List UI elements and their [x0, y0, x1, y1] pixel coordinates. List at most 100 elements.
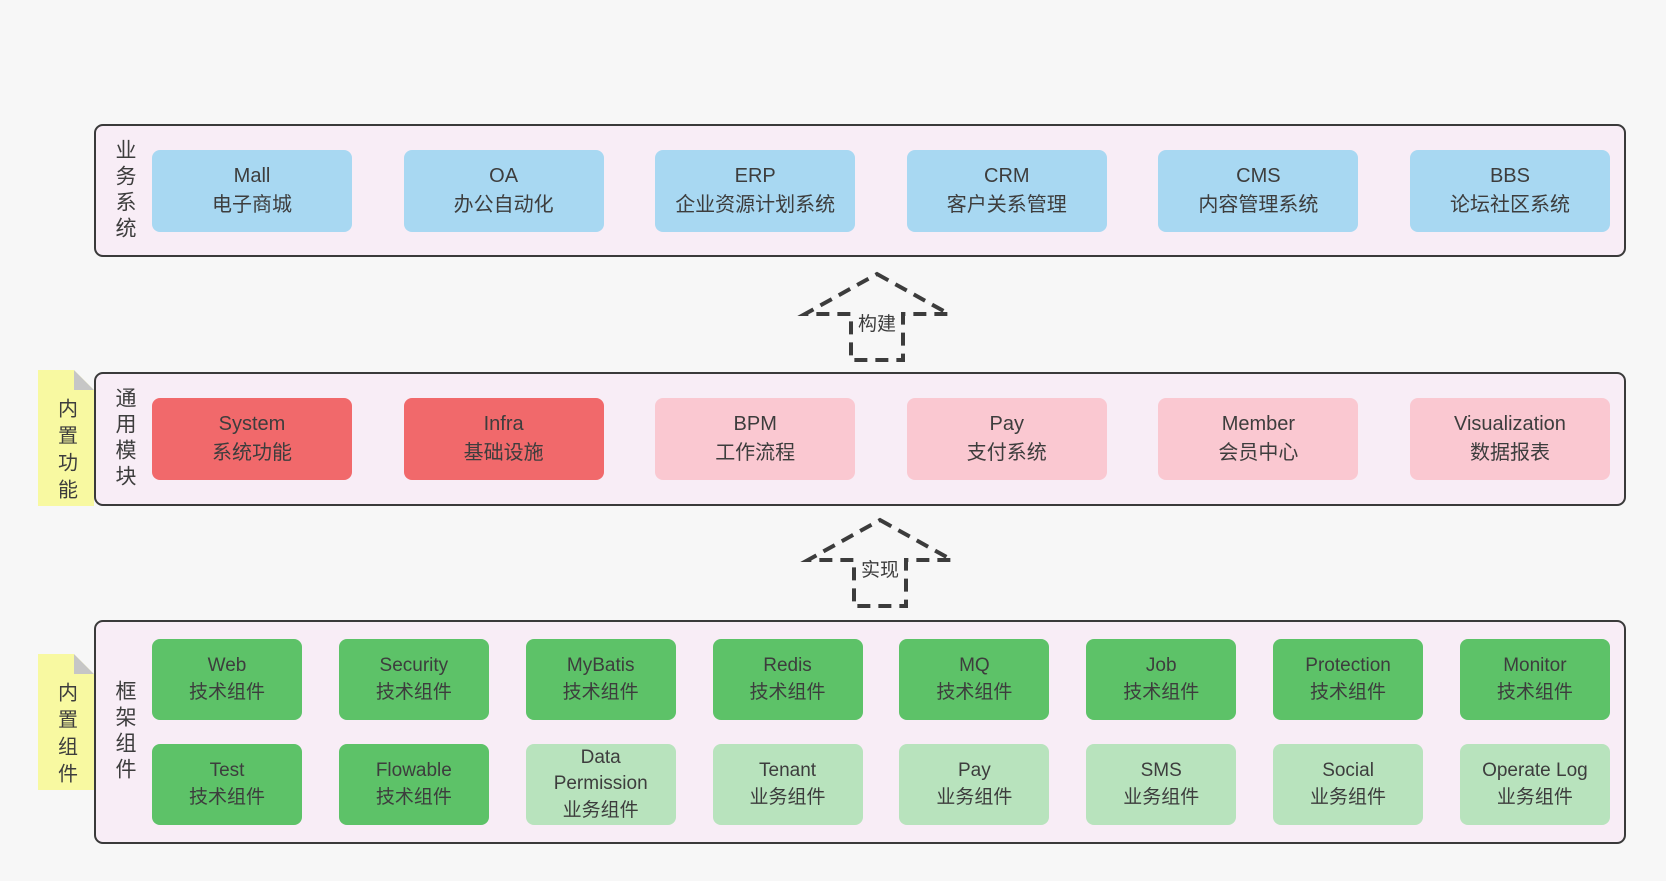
common-modules-layer: 通用模块 System 系统功能 Infra 基础设施 BPM 工作流程 Pay… — [94, 372, 1626, 506]
box-data-permission: Data Permission 业务组件 — [525, 744, 676, 825]
box-subtitle: 业务组件 — [1123, 786, 1200, 808]
box-pay: Pay 支付系统 — [906, 398, 1107, 480]
business-boxes-row: Mall 电子商城 OA 办公自动化 ERP 企业资源计划系统 CRM 客户关系… — [152, 126, 1624, 255]
box-title: Security — [379, 655, 449, 677]
box-subtitle: 技术组件 — [1123, 681, 1200, 703]
box-mall: Mall 电子商城 — [152, 149, 352, 232]
box-member: Member 会员中心 — [1158, 398, 1359, 480]
box-flowable: Flowable 技术组件 — [338, 744, 489, 825]
box-title: Job — [1145, 655, 1177, 677]
folded-corner-icon — [74, 654, 94, 674]
box-infra: Infra 基础设施 — [403, 398, 604, 480]
box-subtitle: 业务组件 — [1310, 786, 1387, 808]
box-subtitle: 企业资源计划系统 — [675, 193, 836, 216]
box-pay-component: Pay 业务组件 — [899, 744, 1050, 825]
box-security: Security 技术组件 — [338, 639, 489, 720]
box-subtitle: 业务组件 — [749, 786, 826, 808]
box-subtitle: 客户关系管理 — [946, 193, 1067, 216]
box-visualization: Visualization 数据报表 — [1409, 398, 1610, 480]
box-title: Protection — [1305, 655, 1391, 677]
box-title: Monitor — [1503, 655, 1567, 677]
layer-label-text: 业务系统 — [113, 138, 136, 243]
box-mq: MQ 技术组件 — [899, 639, 1050, 720]
sticky-note-builtin-features: 内置功能 — [38, 370, 94, 506]
box-subtitle: 基础设施 — [463, 442, 544, 464]
dashed-up-arrow-icon — [797, 271, 957, 362]
box-title: Web — [207, 655, 247, 677]
box-title: Visualization — [1454, 413, 1566, 435]
box-subtitle: 系统功能 — [212, 442, 292, 464]
box-subtitle: 办公自动化 — [453, 193, 554, 216]
box-cms: CMS 内容管理系统 — [1158, 149, 1359, 232]
box-crm: CRM 客户关系管理 — [906, 149, 1107, 232]
arrow-build: 构建 — [797, 270, 957, 370]
box-subtitle: 业务组件 — [562, 799, 639, 821]
sticky-note-builtin-components: 内置组件 — [38, 654, 94, 790]
box-title: Redis — [763, 655, 812, 677]
box-subtitle: 技术组件 — [375, 681, 452, 703]
box-tenant: Tenant 业务组件 — [712, 744, 863, 825]
box-social: Social 业务组件 — [1273, 744, 1424, 825]
box-protection: Protection 技术组件 — [1273, 639, 1424, 720]
box-subtitle: 业务组件 — [1496, 786, 1573, 808]
layer-label-business: 业务系统 — [96, 126, 152, 255]
sticky-note-text: 内置组件 — [54, 682, 77, 790]
box-subtitle: 内容管理系统 — [1198, 193, 1319, 216]
box-subtitle: 技术组件 — [375, 786, 452, 808]
box-title: MyBatis — [566, 655, 635, 677]
box-subtitle: 业务组件 — [936, 786, 1013, 808]
box-title: Pay — [989, 413, 1025, 435]
box-erp: ERP 企业资源计划系统 — [655, 149, 856, 232]
box-subtitle: 技术组件 — [562, 681, 639, 703]
box-title: ERP — [734, 164, 776, 187]
components-row-2: Test 技术组件 Flowable 技术组件 Data Permission … — [152, 744, 1610, 825]
box-sms: SMS 业务组件 — [1086, 744, 1237, 825]
box-title: CMS — [1236, 164, 1281, 187]
folded-corner-icon — [74, 370, 94, 390]
layer-label-text: 通用模块 — [113, 387, 136, 491]
arrow-implement-label: 实现 — [857, 555, 903, 582]
box-job: Job 技术组件 — [1086, 639, 1237, 720]
box-bbs: BBS 论坛社区系统 — [1409, 149, 1610, 232]
box-subtitle: 电子商城 — [212, 193, 292, 216]
framework-components-layer: 框架组件 Web 技术组件 Security 技术组件 MyBatis 技术组件… — [94, 620, 1626, 844]
box-oa: OA 办公自动化 — [403, 149, 604, 232]
sticky-note-text: 内置功能 — [54, 398, 77, 506]
box-bpm: BPM 工作流程 — [655, 398, 856, 480]
box-subtitle: 技术组件 — [749, 681, 826, 703]
box-title: BBS — [1489, 164, 1530, 187]
box-title: MQ — [959, 655, 990, 677]
box-title: Social — [1322, 760, 1374, 782]
business-systems-layer: 业务系统 Mall 电子商城 OA 办公自动化 ERP 企业资源计划系统 CRM… — [94, 124, 1626, 257]
box-subtitle: 会员中心 — [1218, 442, 1299, 464]
box-subtitle: 数据报表 — [1469, 442, 1550, 464]
box-operate-log: Operate Log 业务组件 — [1459, 744, 1610, 825]
modules-boxes-row: System 系统功能 Infra 基础设施 BPM 工作流程 Pay 支付系统… — [152, 374, 1624, 504]
layer-label-text: 框架组件 — [113, 680, 136, 784]
box-title: System — [218, 413, 286, 435]
box-subtitle: 技术组件 — [188, 786, 265, 808]
box-test: Test 技术组件 — [152, 744, 302, 825]
box-title: CRM — [984, 164, 1030, 187]
box-title: Data Permission — [553, 747, 648, 795]
box-title: SMS — [1140, 760, 1182, 782]
box-title: Flowable — [375, 760, 452, 782]
box-title: Operate Log — [1482, 760, 1588, 782]
box-title: Member — [1221, 413, 1296, 435]
box-title: Mall — [233, 164, 271, 187]
box-title: Pay — [958, 760, 991, 782]
box-subtitle: 支付系统 — [966, 442, 1047, 464]
box-title: Test — [209, 760, 245, 782]
box-subtitle: 技术组件 — [1496, 681, 1573, 703]
components-boxes-grid: Web 技术组件 Security 技术组件 MyBatis 技术组件 Redi… — [152, 622, 1624, 842]
box-subtitle: 工作流程 — [715, 442, 796, 464]
box-subtitle: 技术组件 — [1310, 681, 1387, 703]
layer-label-components: 框架组件 — [96, 622, 152, 842]
dashed-up-arrow-icon — [800, 517, 960, 608]
box-web: Web 技术组件 — [152, 639, 302, 720]
box-mybatis: MyBatis 技术组件 — [525, 639, 676, 720]
box-system: System 系统功能 — [152, 398, 352, 480]
box-title: Infra — [483, 413, 524, 435]
box-title: BPM — [733, 413, 777, 435]
